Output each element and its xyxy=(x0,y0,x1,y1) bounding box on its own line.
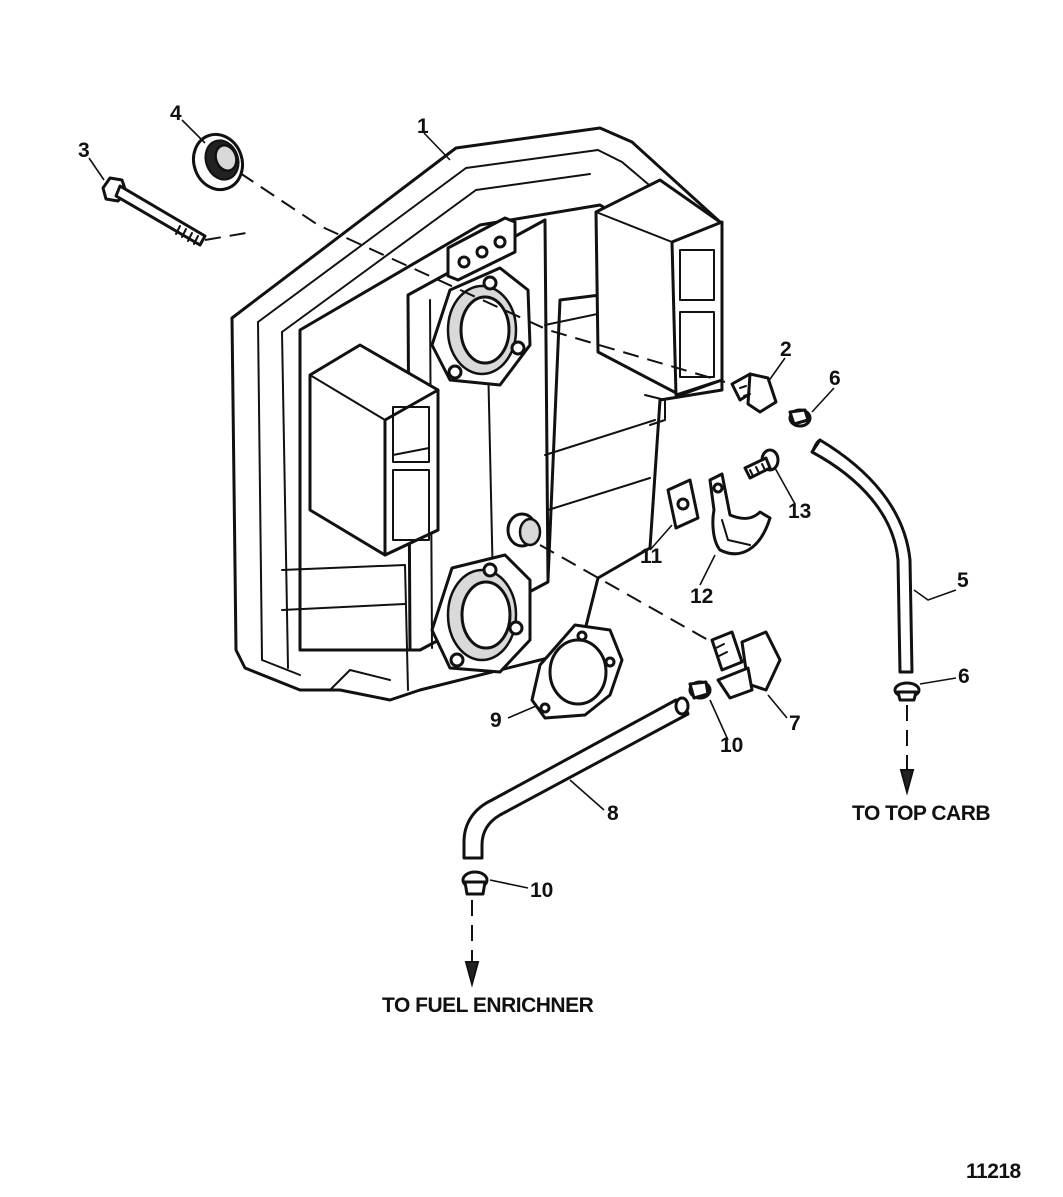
figure-number: 11218 xyxy=(966,1160,1022,1183)
callout-8: 8 xyxy=(607,802,619,825)
grommet xyxy=(191,132,245,192)
right-duct xyxy=(594,178,724,397)
gasket xyxy=(530,623,624,720)
hose-clamp-lower xyxy=(893,681,921,702)
hose-clamp-10-upper xyxy=(688,680,712,700)
upper-port xyxy=(430,266,532,387)
callout-12: 12 xyxy=(690,585,713,608)
callout-4: 4 xyxy=(170,102,182,125)
retainer-nut xyxy=(666,478,700,530)
screw xyxy=(743,448,780,480)
bolt xyxy=(101,176,207,247)
flow-arrow-fuel-enrichner xyxy=(464,900,480,988)
alignment-lines xyxy=(204,172,726,641)
callout-13: 13 xyxy=(788,500,811,523)
left-duct xyxy=(308,343,440,557)
hose-top xyxy=(810,438,914,674)
callout-6-upper: 6 xyxy=(829,367,841,390)
callouts: 1 2 3 4 5 6 6 7 8 9 10 10 11 12 13 xyxy=(78,102,970,902)
note-top-carb: TO TOP CARB xyxy=(852,802,990,825)
hose-clamp-upper xyxy=(788,408,812,428)
leader-lines xyxy=(88,119,957,889)
callout-7: 7 xyxy=(789,712,801,735)
callout-6-lower: 6 xyxy=(958,665,970,688)
callout-5: 5 xyxy=(957,569,969,592)
callout-1: 1 xyxy=(417,115,429,138)
callout-3: 3 xyxy=(78,139,90,162)
callout-10-lower: 10 xyxy=(530,879,553,902)
callout-10-upper: 10 xyxy=(720,734,743,757)
side-boss xyxy=(506,512,542,548)
elbow-fitting xyxy=(710,630,782,700)
callout-11: 11 xyxy=(640,545,663,568)
hose-bottom xyxy=(462,696,690,860)
fitting-straight xyxy=(730,372,778,414)
strap-clamp xyxy=(708,472,772,556)
lower-port xyxy=(430,553,532,674)
callout-2: 2 xyxy=(780,338,792,361)
callout-9: 9 xyxy=(490,709,502,732)
note-fuel-enrichner: TO FUEL ENRICHNER xyxy=(382,994,594,1017)
flow-arrow-top-carb xyxy=(899,705,915,796)
hose-clamp-10-lower xyxy=(461,870,489,896)
